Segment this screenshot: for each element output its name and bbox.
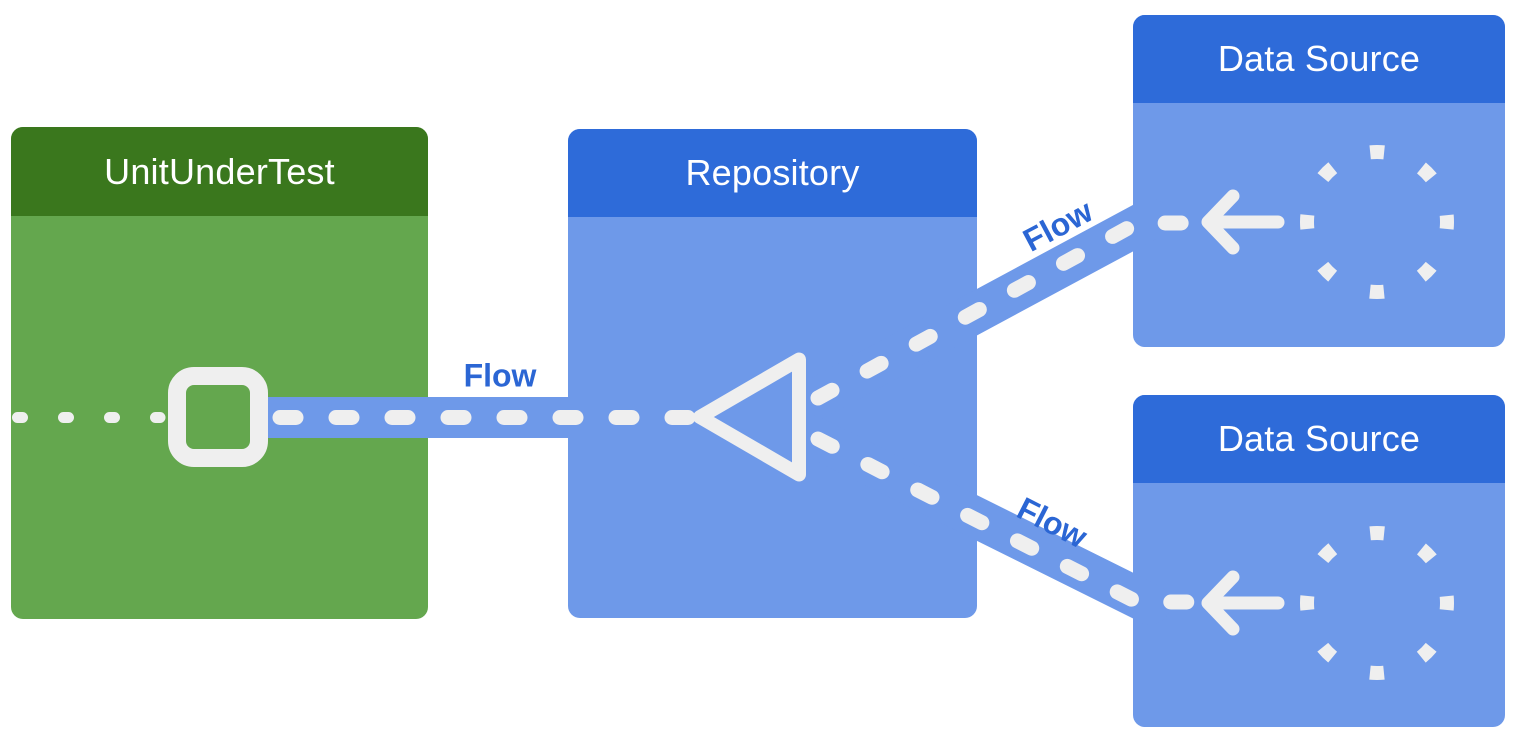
node-unit-under-test: UnitUnderTest — [11, 127, 428, 619]
flow-label-bottom: Flow — [1011, 489, 1093, 556]
node-data-source-top-title: Data Source — [1217, 38, 1421, 79]
node-repository-header: Repository — [568, 129, 977, 217]
node-data-source-top: Data Source — [1133, 15, 1505, 347]
flow-label-main: Flow — [463, 357, 537, 394]
node-data-source-top-header: Data Source — [1133, 15, 1505, 103]
node-repository: Repository — [568, 129, 977, 618]
node-unit-under-test-header: UnitUnderTest — [11, 127, 428, 216]
node-data-source-bottom: Data Source — [1133, 395, 1505, 727]
flow-label-top: Flow — [1017, 192, 1099, 259]
node-repository-title: Repository — [685, 152, 860, 193]
node-data-source-bottom-header: Data Source — [1133, 395, 1505, 483]
node-unit-under-test-title: UnitUnderTest — [104, 150, 335, 192]
node-data-source-bottom-title: Data Source — [1217, 418, 1421, 459]
